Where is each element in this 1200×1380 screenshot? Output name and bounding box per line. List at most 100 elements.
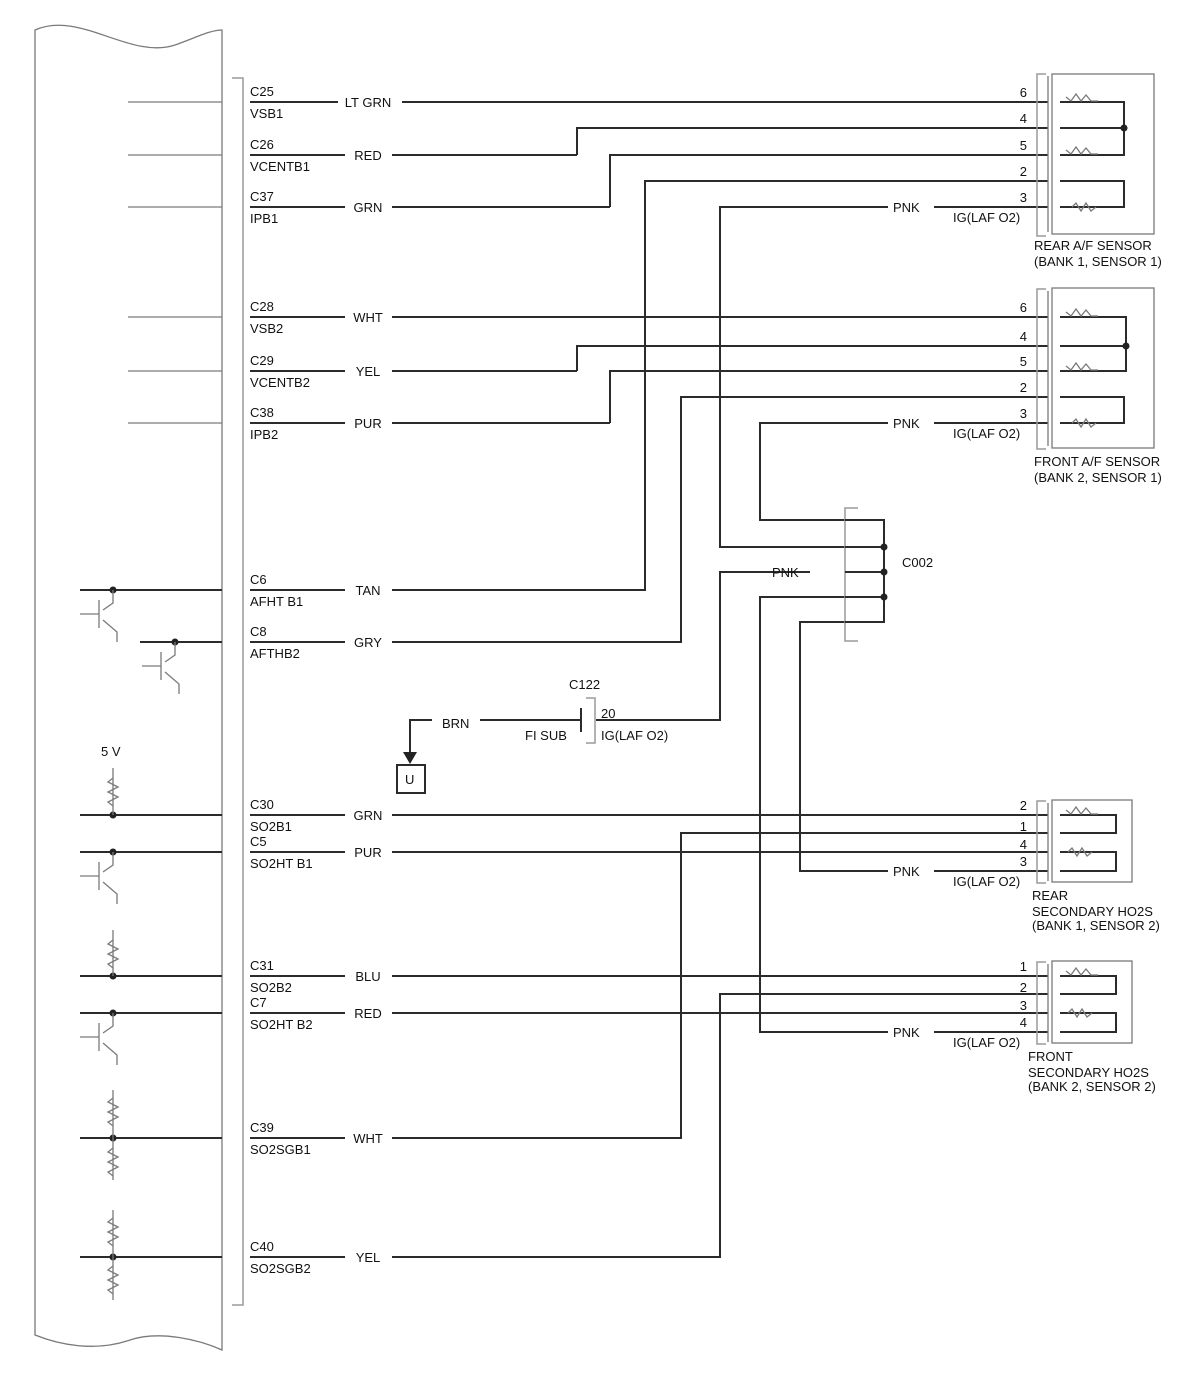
sensor-pin-number: 2 <box>1020 980 1027 995</box>
wire-color-label: PUR <box>354 845 381 860</box>
af-sensor-wiring <box>250 101 1048 643</box>
ecm-connector-bracket <box>232 77 244 1306</box>
sensor-name: (BANK 2, SENSOR 2) <box>1028 1079 1156 1094</box>
ecm-pin-name: SO2HT B1 <box>250 856 313 871</box>
brn-wire-label: BRN <box>442 716 469 731</box>
sensor-front-af[interactable] <box>1036 287 1155 450</box>
ecm-pin-number: C39 <box>250 1120 274 1135</box>
sensor-pin-number: 4 <box>1020 1015 1027 1030</box>
wire-color-label: GRY <box>354 635 382 650</box>
sensor-pin-number: 3 <box>1020 854 1027 869</box>
sensor-name: (BANK 2, SENSOR 1) <box>1034 470 1162 485</box>
wire-color-label: BLU <box>355 969 380 984</box>
ecm-internal-drivers <box>80 586 180 1300</box>
sensor-pin-number: 2 <box>1020 164 1027 179</box>
wire-color-label: RED <box>354 148 381 163</box>
sensor-pin-number: 5 <box>1020 354 1027 369</box>
ecm-pin-number: C29 <box>250 353 274 368</box>
sensor-pin-number: 3 <box>1020 998 1027 1013</box>
ecm-pin-name: IPB2 <box>250 427 278 442</box>
sensor-name: REAR <box>1032 888 1068 903</box>
sensor-pin-number: 6 <box>1020 85 1027 100</box>
wire-color-label: GRN <box>354 808 383 823</box>
ecm-pin-number: C38 <box>250 405 274 420</box>
sensor-pin-number: 4 <box>1020 837 1027 852</box>
c122-label: C122 <box>569 677 600 692</box>
sensor-name: SECONDARY HO2S <box>1032 904 1153 919</box>
ecm-pin-number: C7 <box>250 995 267 1010</box>
sensor-name: REAR A/F SENSOR <box>1034 238 1152 253</box>
wire-color-label: YEL <box>356 1250 381 1265</box>
wire-color-label: TAN <box>355 583 380 598</box>
ecm-pin-name: VSB2 <box>250 321 283 336</box>
sensor-name: (BANK 1, SENSOR 2) <box>1032 918 1160 933</box>
wire-color-label: YEL <box>356 364 381 379</box>
ecm-module-outline <box>34 24 223 1352</box>
sensor-pin-number: 3 <box>1020 190 1027 205</box>
ecm-pin-number: C8 <box>250 624 267 639</box>
ecm-pin-name: AFHT B1 <box>250 594 303 609</box>
sensor-pin-number: 4 <box>1020 329 1027 344</box>
ecm-pin-name: SO2HT B2 <box>250 1017 313 1032</box>
ecm-pin-number: C40 <box>250 1239 274 1254</box>
ig-circuit-label: IG(LAF O2) <box>953 1035 1020 1050</box>
ecm-pin-name: AFTHB2 <box>250 646 300 661</box>
fi-sub-label: FI SUB <box>525 728 567 743</box>
ecm-pin-name: SO2B2 <box>250 980 292 995</box>
sensor-pin-number: 6 <box>1020 300 1027 315</box>
wire-color-label: WHT <box>353 1131 383 1146</box>
ecm-pin-name: SO2B1 <box>250 819 292 834</box>
sensor-pin-number: 1 <box>1020 959 1027 974</box>
sensor-pin-number: 2 <box>1020 380 1027 395</box>
sensor-pin-number: 3 <box>1020 406 1027 421</box>
ho2s-wiring <box>250 596 1048 1258</box>
wire-color-label: PUR <box>354 416 381 431</box>
ecm-pin-number: C30 <box>250 797 274 812</box>
ecm-pin-name: SO2SGB1 <box>250 1142 311 1157</box>
ecm-pin-number: C28 <box>250 299 274 314</box>
ig-circuit-label: IG(LAF O2) <box>953 426 1020 441</box>
ref-u-label: U <box>405 772 414 787</box>
pnk-wire-label: PNK <box>893 864 920 879</box>
pnk-label-c002: PNK <box>772 565 799 580</box>
sensor-rear-af[interactable] <box>1036 73 1155 237</box>
ecm-pin-number: C25 <box>250 84 274 99</box>
sensor-front-secondary-ho2s[interactable] <box>1036 960 1133 1045</box>
c122-pin: 20 <box>601 706 615 721</box>
ecm-pin-number: C26 <box>250 137 274 152</box>
wire-color-label: GRN <box>354 200 383 215</box>
sensor-name: FRONT A/F SENSOR <box>1034 454 1160 469</box>
sensor-pin-number: 2 <box>1020 798 1027 813</box>
ecm-pin-number: C5 <box>250 834 267 849</box>
c002-splice[interactable] <box>596 507 888 721</box>
c122-circuit: IG(LAF O2) <box>601 728 668 743</box>
sensor-name: SECONDARY HO2S <box>1028 1065 1149 1080</box>
wire-color-label: WHT <box>353 310 383 325</box>
ig-circuit-label: IG(LAF O2) <box>953 874 1020 889</box>
ecm-pin-name: VCENTB1 <box>250 159 310 174</box>
pnk-wire-label: PNK <box>893 1025 920 1040</box>
supply-voltage-label: 5 V <box>101 744 121 759</box>
ecm-pin-number: C6 <box>250 572 267 587</box>
pnk-wire-label: PNK <box>893 416 920 431</box>
ig-circuit-label: IG(LAF O2) <box>953 210 1020 225</box>
ecm-pin-name: VCENTB2 <box>250 375 310 390</box>
sensor-name: (BANK 1, SENSOR 1) <box>1034 254 1162 269</box>
ecm-pin-stubs <box>80 101 222 1258</box>
ecm-pin-name: IPB1 <box>250 211 278 226</box>
sensor-pin-number: 5 <box>1020 138 1027 153</box>
ecm-pin-name: VSB1 <box>250 106 283 121</box>
ecm-pin-name: SO2SGB2 <box>250 1261 311 1276</box>
wire-color-label: LT GRN <box>345 95 391 110</box>
sensor-name: FRONT <box>1028 1049 1073 1064</box>
pnk-wire-label: PNK <box>893 200 920 215</box>
wire-color-label: RED <box>354 1006 381 1021</box>
sensor-pin-number: 4 <box>1020 111 1027 126</box>
sensor-pin-number: 1 <box>1020 819 1027 834</box>
ecm-pin-number: C37 <box>250 189 274 204</box>
ecm-pin-number: C31 <box>250 958 274 973</box>
sensor-rear-secondary-ho2s[interactable] <box>1036 799 1133 884</box>
c002-label: C002 <box>902 555 933 570</box>
c122-connector[interactable] <box>396 697 596 794</box>
